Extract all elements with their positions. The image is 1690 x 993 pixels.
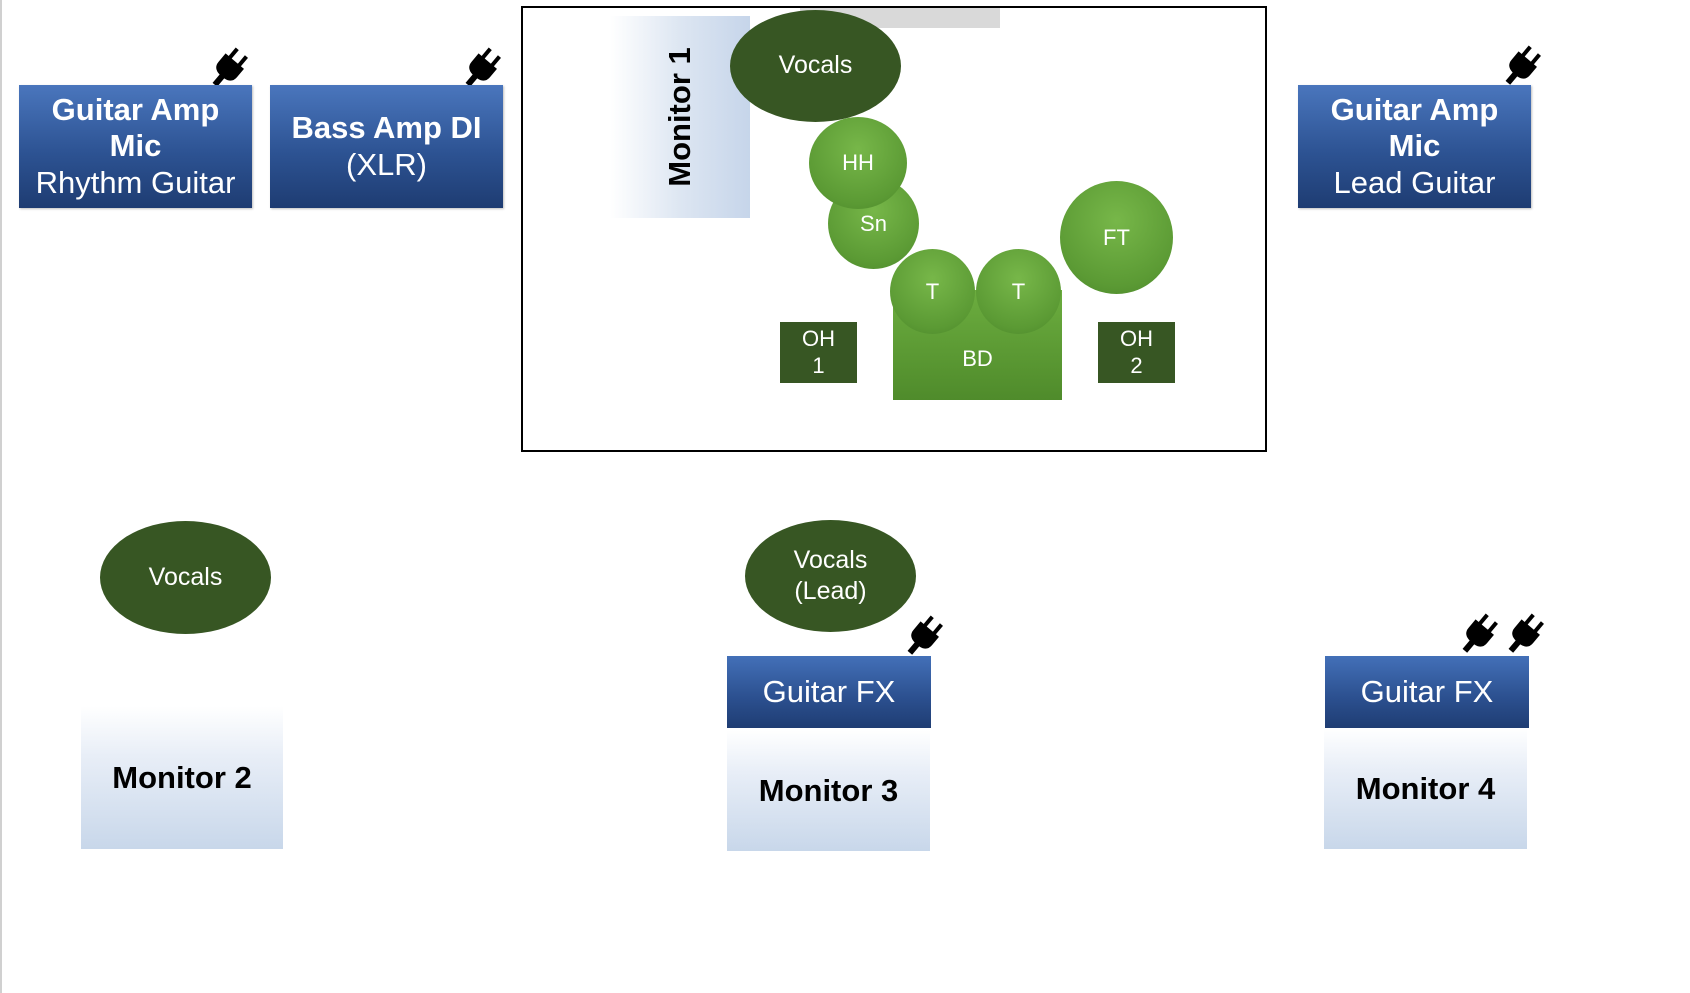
drummer-vocals-mic: Vocals [730, 10, 901, 122]
monitor-1-label: Monitor 1 [662, 47, 697, 187]
snare-label: Sn [860, 210, 887, 236]
guitar-fx-center: Guitar FX [727, 656, 931, 728]
power-plug-icon [458, 44, 506, 92]
bass-amp-title: Bass Amp DI [291, 110, 482, 146]
hihat: HH [809, 117, 907, 209]
bass-drum-label: BD [962, 346, 993, 371]
rhythm-amp-title: Guitar Amp [51, 92, 220, 128]
rhythm-amp-subtitle: Mic [109, 128, 162, 164]
overhead-1-line1: OH [802, 326, 835, 352]
monitor-4: Monitor 4 [1324, 728, 1527, 849]
rhythm-guitar-amp-box: Guitar Amp Mic Rhythm Guitar [19, 85, 252, 208]
lead-vocals-line2: (Lead) [794, 577, 867, 605]
overhead-2: OH 2 [1098, 322, 1175, 383]
monitor-1: Monitor 1 [610, 16, 750, 218]
tom-2-label: T [1011, 278, 1026, 304]
power-plug-icon [1501, 610, 1549, 658]
lead-vocals-mic: Vocals (Lead) [745, 520, 916, 632]
floor-tom-label: FT [1103, 224, 1130, 250]
monitor-3: Monitor 3 [727, 730, 930, 851]
overhead-2-line2: 2 [1130, 352, 1143, 378]
drummer-vocals-label: Vocals [778, 51, 853, 80]
hihat-label: HH [842, 150, 874, 175]
vocals-left-label: Vocals [148, 562, 223, 591]
power-plug-icon [205, 44, 253, 92]
monitor-2-label: Monitor 2 [112, 759, 252, 795]
power-plug-icon [1455, 610, 1503, 658]
rhythm-amp-label: Rhythm Guitar [35, 164, 236, 200]
lead-amp-subtitle: Mic [1388, 128, 1441, 164]
tom-1-label: T [925, 278, 940, 304]
lead-amp-title: Guitar Amp [1330, 92, 1499, 128]
lead-vocals-line1: Vocals [793, 545, 868, 574]
bass-amp-subtitle: (XLR) [346, 146, 427, 182]
bass-amp-box: Bass Amp DI (XLR) [270, 85, 503, 208]
guitar-fx-right-label: Guitar FX [1360, 674, 1494, 709]
power-plug-icon [900, 612, 948, 660]
overhead-1: OH 1 [780, 322, 857, 383]
monitor-4-label: Monitor 4 [1355, 770, 1496, 806]
guitar-fx-center-label: Guitar FX [762, 674, 896, 709]
overhead-2-line1: OH [1120, 326, 1153, 352]
overhead-1-line2: 1 [812, 352, 825, 378]
lead-guitar-amp-box: Guitar Amp Mic Lead Guitar [1298, 85, 1531, 208]
tom-1: T [890, 249, 975, 334]
vocals-mic-left: Vocals [100, 521, 271, 634]
guitar-fx-right: Guitar FX [1325, 656, 1529, 728]
floor-tom: FT [1060, 181, 1173, 294]
monitor-3-label: Monitor 3 [758, 772, 899, 808]
page-left-border [0, 0, 2, 993]
tom-2: T [976, 249, 1061, 334]
lead-amp-label: Lead Guitar [1333, 164, 1496, 200]
monitor-2: Monitor 2 [81, 706, 283, 849]
power-plug-icon [1498, 42, 1546, 90]
